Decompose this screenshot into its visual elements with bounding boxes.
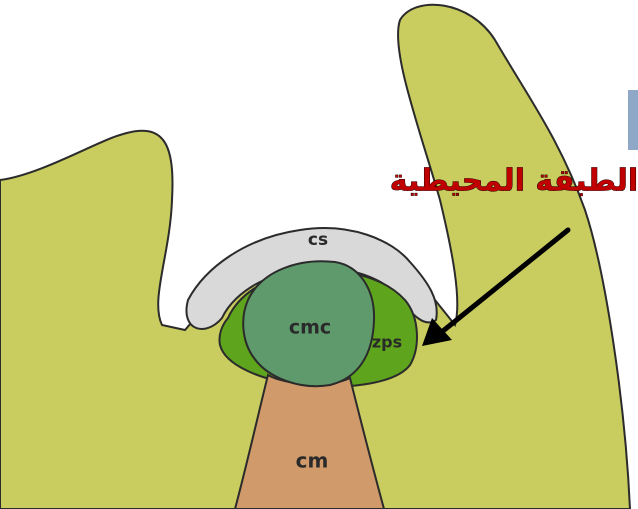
zps-label: zps — [372, 333, 402, 352]
cmc-label: cmc — [289, 317, 331, 339]
cm-label: cm — [296, 449, 329, 473]
cs-label: cs — [308, 230, 328, 250]
annotation-label: الطبقة المحيطية — [390, 164, 638, 199]
slide-edge-decoration — [628, 90, 638, 150]
